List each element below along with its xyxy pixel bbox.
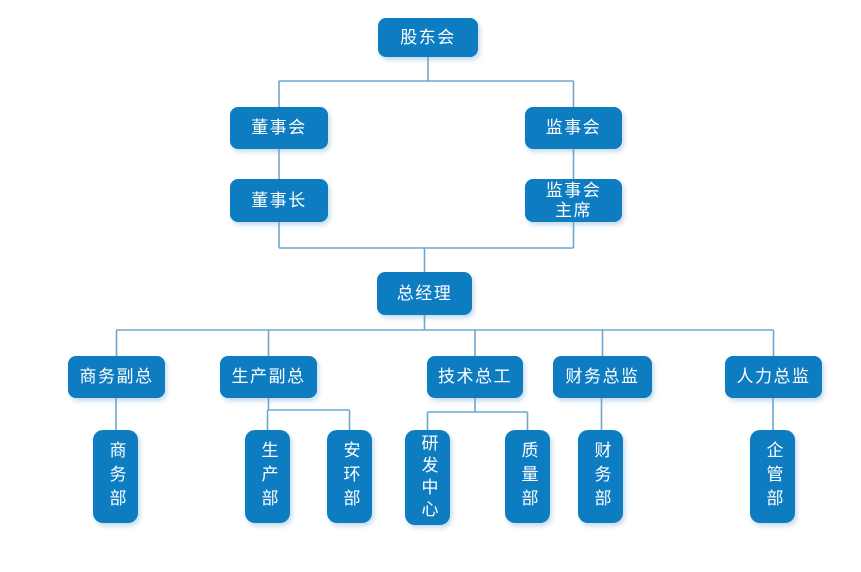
org-node-shareholders-label: 股东会: [400, 27, 456, 47]
org-node-chairman-label: 董事长: [251, 190, 307, 210]
org-node-commerce-dept: 商务部: [93, 430, 138, 523]
org-node-enterprise-mgmt-dept-label: 企管部: [763, 440, 783, 513]
org-node-supervisory-board: 监事会: [525, 107, 622, 149]
org-node-commerce-vp: 商务副总: [68, 356, 165, 398]
org-node-quality-dept: 质量部: [505, 430, 550, 523]
org-node-commerce-vp-label: 商务副总: [79, 367, 154, 386]
org-node-production-vp: 生产副总: [220, 356, 317, 398]
org-node-board-label: 董事会: [251, 118, 307, 137]
org-node-finance-dept-label: 财务部: [591, 440, 611, 513]
org-node-safety-env-dept: 安环部: [327, 430, 372, 523]
org-node-board: 董事会: [230, 107, 328, 149]
org-node-shareholders: 股东会: [378, 18, 478, 57]
org-node-production-dept: 生产部: [245, 430, 290, 523]
org-node-rd-center-label: 研发中心: [418, 433, 438, 522]
org-node-supervisory-chairman-label: 监事会 主席: [545, 180, 602, 220]
connector-shareholders-to-boards: [278, 57, 575, 107]
org-node-quality-dept-label: 质量部: [518, 440, 538, 513]
org-node-general-manager: 总经理: [377, 272, 472, 315]
org-node-chairman: 董事长: [230, 179, 328, 222]
connector-production: [266, 398, 351, 430]
org-node-supervisory-chairman: 监事会 主席: [525, 179, 622, 222]
org-node-safety-env-dept-label: 安环部: [340, 440, 360, 513]
org-node-general-manager-label: 总经理: [396, 283, 453, 303]
org-node-production-dept-label: 生产部: [258, 440, 278, 513]
org-node-chief-engineer: 技术总工: [427, 356, 523, 398]
org-node-finance-director: 财务总监: [553, 356, 652, 398]
org-node-finance-dept: 财务部: [578, 430, 623, 523]
connector-chairs-to-gm: [278, 222, 575, 272]
org-node-rd-center: 研发中心: [405, 430, 450, 525]
org-node-hr-director: 人力总监: [725, 356, 822, 398]
connector-gm-to-managers: [115, 315, 775, 356]
org-node-chief-engineer-label: 技术总工: [438, 367, 512, 386]
org-node-hr-director-label: 人力总监: [736, 367, 811, 386]
org-node-enterprise-mgmt-dept: 企管部: [750, 430, 795, 523]
org-node-commerce-dept-label: 商务部: [106, 440, 126, 513]
connector-tech: [426, 398, 529, 430]
org-node-production-vp-label: 生产副总: [231, 367, 306, 386]
org-node-supervisory-board-label: 监事会: [545, 118, 602, 137]
org-node-finance-director-label: 财务总监: [565, 367, 640, 386]
